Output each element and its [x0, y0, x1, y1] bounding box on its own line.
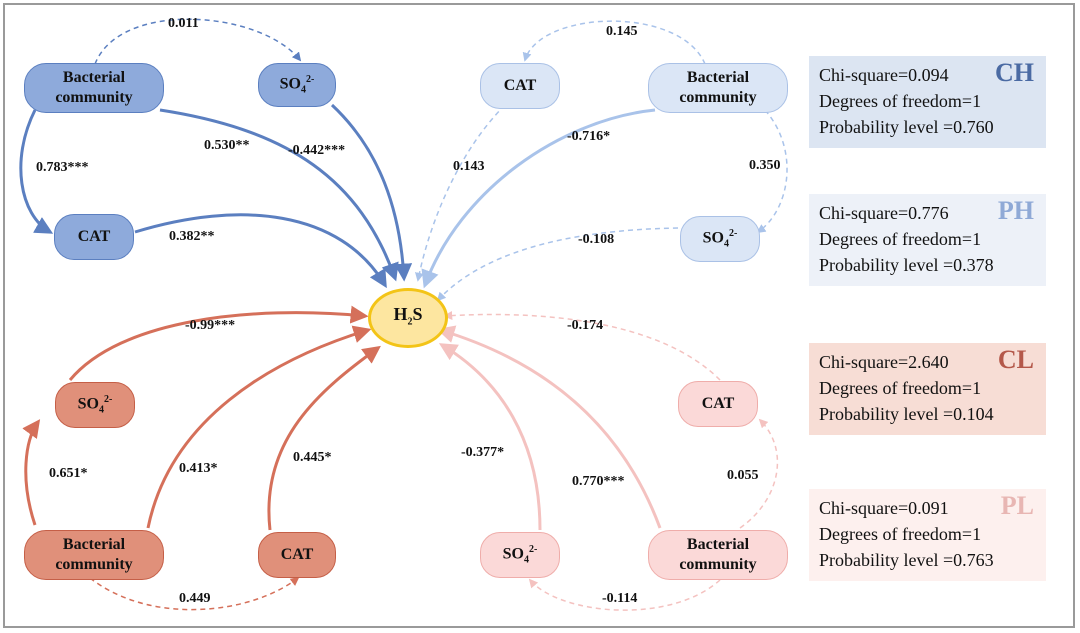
h2s-node: H2S	[368, 288, 448, 348]
coef-ch-bact-h2s: 0.530**	[204, 138, 250, 153]
stats-df-ph: Degrees of freedom=1	[819, 229, 982, 249]
stats-code-ch: CH	[995, 58, 1034, 87]
arrow-pl-bacteria-cat	[739, 418, 779, 529]
ph-cat-node: CAT	[480, 63, 560, 109]
coef-ph-so4-h2s: -0.108	[578, 232, 615, 247]
arrow-ph-bacteria-so4	[756, 109, 788, 234]
arrow-ch-so4-h2s	[330, 103, 413, 282]
arrow-cl-cat-h2s	[267, 345, 381, 531]
arrow-cl-so4-h2s	[68, 305, 369, 381]
stats-box-ph: PH Chi-square=0.776 Degrees of freedom=1…	[809, 194, 1046, 286]
h2s-label: H2S	[393, 303, 423, 328]
stats-p-cl: Probability level =0.104	[819, 404, 994, 424]
coef-ph-cat-h2s: 0.143	[453, 159, 485, 174]
stats-chi-ch: Chi-square=0.094	[819, 65, 949, 85]
arrow-pl-cat-h2s	[443, 311, 721, 381]
stats-chi-ph: Chi-square=0.776	[819, 203, 949, 223]
pl-so4-node: SO42-	[480, 532, 560, 578]
coef-ph-bact-so4: 0.350	[749, 158, 781, 173]
coef-cl-cat-h2s: 0.445*	[293, 450, 332, 465]
stats-box-cl: CL Chi-square=2.640 Degrees of freedom=1…	[809, 343, 1046, 435]
arrow-ch-bacteria-cat	[19, 109, 54, 234]
stats-p-pl: Probability level =0.763	[819, 550, 994, 570]
arrow-cl-bacteria-h2s	[146, 325, 372, 529]
arrow-ch-cat-h2s	[134, 213, 387, 289]
stats-df-ch: Degrees of freedom=1	[819, 91, 982, 111]
stats-code-pl: PL	[1000, 491, 1034, 520]
cl-cat-node: CAT	[258, 532, 336, 578]
coef-pl-bact-h2s: 0.770***	[572, 474, 625, 489]
coef-pl-cat-h2s: -0.174	[567, 318, 604, 333]
stats-code-ph: PH	[997, 196, 1034, 225]
ch-so4-node: SO42-	[258, 63, 336, 107]
arrow-pl-bacteria-so4	[528, 578, 721, 611]
arrow-ph-cat-h2s	[415, 104, 506, 282]
stats-p-ch: Probability level =0.760	[819, 117, 994, 137]
coef-ch-bact-so4: 0.011	[168, 16, 199, 31]
coef-ph-bact-h2s: -0.716*	[567, 129, 611, 144]
coef-pl-bact-cat: 0.055	[727, 468, 759, 483]
coef-cl-bact-cat: 0.449	[179, 591, 211, 606]
coef-cl-so4-h2s: -0.99***	[185, 318, 236, 333]
arrow-cl-bacteria-so4	[22, 419, 41, 526]
stats-chi-pl: Chi-square=0.091	[819, 498, 949, 518]
stats-df-pl: Degrees of freedom=1	[819, 524, 982, 544]
coef-ch-so4-h2s: -0.442***	[288, 143, 346, 158]
coef-cl-bact-so4: 0.651*	[49, 466, 88, 481]
arrow-ch-bacteria-h2s	[159, 108, 399, 282]
stats-box-pl: PL Chi-square=0.091 Degrees of freedom=1…	[809, 489, 1046, 581]
coef-pl-bact-so4: -0.114	[602, 591, 638, 606]
arrow-pl-bacteria-h2s	[436, 325, 662, 529]
arrow-ph-so4-h2s	[436, 227, 679, 302]
pl-cat-node: CAT	[678, 381, 758, 427]
coef-pl-so4-h2s: -0.377*	[461, 445, 505, 460]
coef-ch-bact-cat: 0.783***	[36, 160, 89, 175]
stats-df-cl: Degrees of freedom=1	[819, 378, 982, 398]
stats-box-ch: CH Chi-square=0.094 Degrees of freedom=1…	[809, 56, 1046, 148]
cl-so4-node: SO42-	[55, 382, 135, 428]
coef-ch-cat-h2s: 0.382**	[169, 229, 215, 244]
arrow-cl-bacteria-cat	[89, 576, 300, 611]
ch-cat-node: CAT	[54, 214, 134, 260]
coef-cl-bact-h2s: 0.413*	[179, 461, 218, 476]
ph-so4-node: SO42-	[680, 216, 760, 262]
coef-ph-bact-cat: 0.145	[606, 24, 638, 39]
stats-chi-cl: Chi-square=2.640	[819, 352, 949, 372]
stats-code-cl: CL	[997, 345, 1034, 374]
arrow-pl-so4-h2s	[438, 343, 542, 531]
arrow-ph-bacteria-h2s	[421, 108, 656, 289]
arrow-ph-bacteria-cat	[522, 20, 706, 65]
stats-p-ph: Probability level =0.378	[819, 255, 994, 275]
